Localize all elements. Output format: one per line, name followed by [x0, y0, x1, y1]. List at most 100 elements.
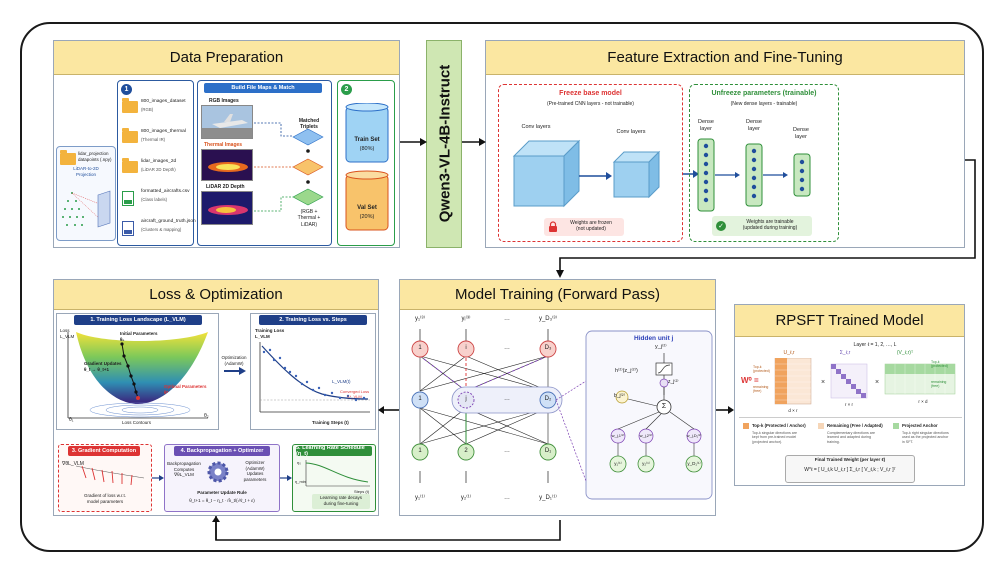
node-bot-ellipsis: …: [504, 448, 510, 454]
v-label: (V_ℓ,r)ᵀ: [896, 350, 914, 356]
y-top-ellipsis: …: [504, 316, 510, 322]
input-d1: y_D₁⁽¹⁾: [687, 461, 701, 466]
weight-d1: w_j,D₁⁽²⁾: [686, 433, 702, 438]
file-name: 800_images_dataset: [141, 99, 186, 104]
update-rule: θ_t+1 = θ_t − η_t · m̂_t/(√v̂_t + ε): [189, 498, 255, 503]
legend-title: Remaining (Free / Adapted): [827, 423, 883, 428]
hidden-output-label: y_j⁽²⁾: [655, 344, 667, 350]
file-maps-title: Build File Maps & Match: [204, 83, 322, 93]
svg-text:×: ×: [875, 379, 879, 386]
loss-curve-box: [250, 313, 376, 430]
unfreeze-box: [689, 84, 839, 242]
loss-curve-ylabel: Training Loss L_VLM: [255, 328, 285, 339]
model-training-title: Model Training (Forward Pass): [400, 280, 715, 310]
unfreeze-title: Unfreeze parameters (trainable): [711, 90, 817, 97]
conv-blocks: [512, 139, 661, 208]
thermal-images-label: Thermal Images: [204, 142, 243, 148]
node-mid-ellipsis: …: [504, 396, 510, 402]
conv-layers-label-2: Conv layers: [616, 129, 646, 135]
weight-2: w_j,2⁽²⁾: [639, 433, 653, 438]
step-1-badge: 1: [121, 84, 132, 95]
gradient-arrows: [75, 465, 145, 486]
val-set-label: Val Set: [357, 205, 377, 211]
split-box: [337, 80, 395, 246]
lidar-depth-label: LiDAR 2D Depth: [206, 184, 245, 190]
remaining-right-label: remaining (free): [931, 380, 947, 389]
input-1: y₁⁽¹⁾: [614, 461, 622, 466]
dense-label-2: Dense layer: [746, 119, 762, 132]
landscape-optimal-label: Optimal Parameters θ*: [164, 384, 207, 395]
landscape-loss-axis: Loss L_VLM: [60, 328, 75, 339]
bias-label: b_j⁽²⁾: [614, 393, 625, 399]
lock-icon: [549, 221, 557, 232]
frozen-note: Weights are frozen (not updated): [570, 220, 612, 233]
u-label: U_ℓ,r: [783, 350, 795, 356]
outer-frame: [20, 22, 984, 552]
loss-curve-converged: Converged Loss L*_VLM: [340, 389, 370, 399]
dataset-split-icon: [345, 103, 389, 231]
y-bot-d1: y_D₁⁽¹⁾: [539, 495, 557, 501]
legend-swatch: [743, 423, 749, 429]
feature-extraction-title: Feature Extraction and Fine-Tuning: [486, 41, 964, 75]
hidden-unit-title: Hidden unit j: [634, 335, 674, 342]
lr-caption-box: [312, 494, 370, 509]
lr-xlabel: Steps (t): [354, 489, 370, 494]
lidar-projection-label: LiDAR-to-2D Projection: [73, 166, 99, 177]
legend-title: Projected Anchor: [902, 423, 938, 428]
lr-title: 5. Learning Rate Schedule (η_t): [296, 445, 372, 457]
model-name-bar: Qwen3-VL-4B-Instruct: [426, 40, 462, 248]
file-description: (Thermal IR): [141, 137, 166, 142]
node-bot-1: 1: [418, 448, 422, 454]
legend-description: Top-k right singular directions used as …: [902, 431, 949, 444]
file-name: 800_images_thermal: [141, 129, 186, 134]
legend-swatch: [818, 423, 824, 429]
train-set-label: Train Set: [354, 137, 380, 143]
forward-pass-network: [411, 329, 713, 500]
data-preparation-panel: Data Preparation lidar_projection datapo…: [53, 40, 400, 248]
remaining-label: remaining (free): [753, 385, 769, 394]
layer-caption: Layer ℓ = 1, 2, …, L: [853, 342, 897, 348]
rgb-images-label: RGB Images: [209, 98, 239, 104]
file-description: (Class labels): [141, 197, 168, 202]
lidar-pointcloud-icon: [62, 190, 111, 228]
sum-symbol: Σ: [661, 403, 667, 410]
val-set-pct: (20%): [359, 214, 375, 220]
rgb-image-stack: [201, 105, 253, 139]
legend-title: Top-k (Protected / Anchor): [752, 423, 806, 428]
svd-matrices: × ×: [774, 358, 956, 405]
dense-layers: [697, 138, 811, 212]
landscape-theta2: θ₂: [204, 413, 209, 419]
y-top-d3: y_D₃⁽³⁾: [538, 316, 558, 322]
loss-curve-plot: [259, 342, 370, 413]
thermal-image-stack: [201, 149, 253, 181]
node-mid-j: j: [465, 396, 467, 402]
update-rule-title: Parameter Update Rule: [197, 490, 247, 495]
y-top-i: yᵢ⁽³⁾: [461, 316, 471, 322]
rpsft-title: RPSFT Trained Model: [735, 305, 964, 337]
arrow-to-dense: [683, 170, 699, 178]
json-file-icon: [122, 221, 134, 236]
lr-caption: Learning rate decays during fine-tuning: [319, 495, 363, 506]
freeze-title: Freeze base model: [559, 90, 622, 97]
frozen-note-box: [544, 218, 624, 236]
y-bot-2: y₂⁽¹⁾: [460, 495, 472, 501]
arrow-optimization: [224, 367, 246, 375]
z-label: z_j⁽²⁾: [668, 379, 679, 385]
source-files-box: [117, 80, 194, 246]
model-training-panel: Model Training (Forward Pass): [399, 279, 716, 516]
node-top-i: i: [465, 345, 467, 351]
landscape-init-label: Initial Parameters θ₀: [120, 331, 158, 342]
gradient-formula: ∇θL_VLM: [62, 461, 84, 467]
data-preparation-title: Data Preparation: [54, 41, 399, 75]
file-description: (LiDAR 2D Depth): [141, 167, 176, 172]
loss-curve-xlabel: Training Steps (t): [312, 420, 349, 425]
file-name: aircraft_ground_truth.json: [141, 219, 196, 224]
rpsft-panel: RPSFT Trained Model Layer ℓ = 1, 2, …, L…: [734, 304, 965, 486]
optimization-label: Optimization (AdamW): [221, 355, 247, 366]
feature-extraction-panel: Feature Extraction and Fine-Tuning Freez…: [485, 40, 965, 248]
gear-icon: [207, 461, 229, 483]
landscape-theta1: θ₁: [69, 417, 74, 423]
topk-label: Top-k (protected): [753, 365, 770, 374]
trainable-note-box: [712, 216, 812, 236]
